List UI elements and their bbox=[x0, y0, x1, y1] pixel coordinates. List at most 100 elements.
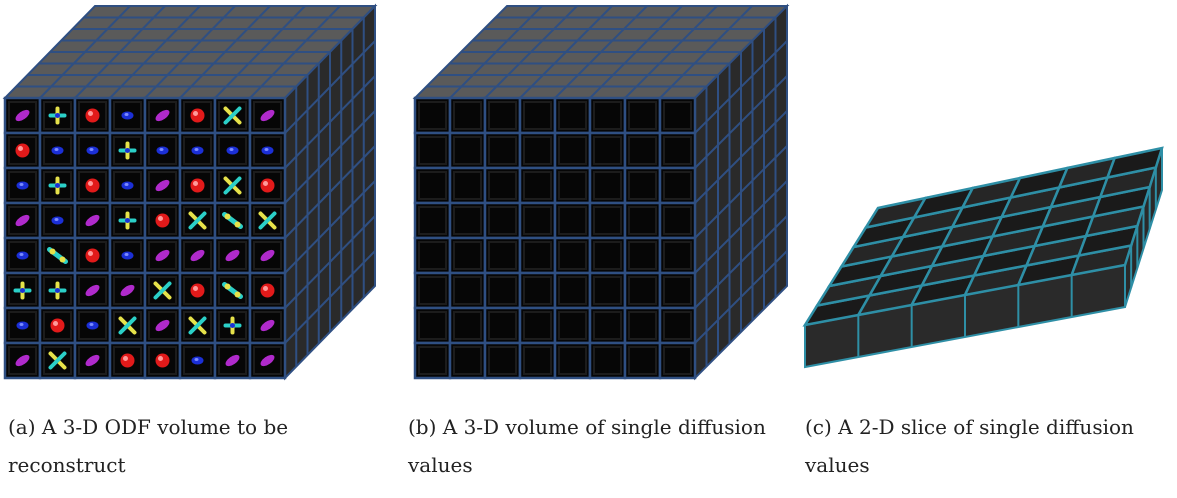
diffusion-slice bbox=[802, 146, 1164, 369]
sphere-highlight bbox=[123, 356, 128, 361]
front-cell bbox=[518, 271, 557, 310]
cell-inner-bevel bbox=[43, 311, 72, 340]
cell-inner-bevel bbox=[488, 311, 517, 340]
front-cell bbox=[413, 236, 452, 275]
cell-inner-bevel bbox=[418, 136, 447, 165]
sphere-highlight bbox=[193, 111, 198, 116]
odf-glyph-red bbox=[190, 283, 205, 298]
lobe-diag-2 bbox=[48, 351, 67, 370]
cell-inner-bevel bbox=[593, 276, 622, 305]
cell-inner-bevel bbox=[558, 206, 587, 235]
ellipsoid-highlight bbox=[19, 253, 24, 256]
cell-inner-bevel bbox=[628, 171, 657, 200]
odf-glyph-red bbox=[85, 108, 100, 123]
cell-inner-bevel bbox=[488, 101, 517, 130]
odf-glyph-blue bbox=[191, 146, 204, 155]
cell-inner-bevel bbox=[113, 206, 142, 235]
odf-glyph-plus bbox=[118, 141, 137, 160]
cell-inner-bevel bbox=[218, 346, 247, 375]
odf-glyph-magenta bbox=[260, 354, 275, 367]
odf-volume bbox=[2, 3, 378, 381]
odf-glyph-red bbox=[120, 353, 135, 368]
front-cell bbox=[658, 131, 697, 170]
cell-inner-bevel bbox=[628, 276, 657, 305]
front-cell bbox=[553, 131, 592, 170]
cell-inner-bevel bbox=[218, 276, 247, 305]
cell-inner-bevel bbox=[183, 311, 212, 340]
magenta-ellipsoid bbox=[260, 109, 275, 122]
cell-inner-bevel bbox=[43, 241, 72, 270]
odf-glyph-blue bbox=[121, 111, 134, 120]
cell-inner-bevel bbox=[253, 206, 282, 235]
front-cell bbox=[483, 236, 522, 275]
front-cell bbox=[518, 306, 557, 345]
odf-glyph-plus bbox=[118, 211, 137, 230]
magenta-ellipsoid bbox=[225, 249, 240, 262]
cell-inner-bevel bbox=[78, 276, 107, 305]
cell-inner-bevel bbox=[593, 346, 622, 375]
cell-inner-bevel bbox=[43, 136, 72, 165]
odf-glyph-cross bbox=[188, 316, 207, 335]
top-grid-line bbox=[589, 5, 683, 99]
front-cell bbox=[553, 271, 592, 310]
magenta-ellipsoid bbox=[260, 249, 275, 262]
odf-glyph-blue bbox=[156, 146, 169, 155]
front-cell bbox=[413, 306, 452, 345]
front-cell bbox=[483, 306, 522, 345]
sphere-highlight bbox=[263, 181, 268, 186]
front-cell bbox=[413, 131, 452, 170]
cell-inner-bevel bbox=[593, 101, 622, 130]
front-cell bbox=[448, 166, 487, 205]
front-cell bbox=[588, 166, 627, 205]
cell-inner-bevel bbox=[148, 171, 177, 200]
cell-inner-bevel bbox=[663, 241, 692, 270]
front-cell bbox=[448, 341, 487, 380]
lobe-diag-2 bbox=[188, 316, 207, 335]
odf-glyph-magenta bbox=[155, 249, 170, 262]
cell-inner-bevel bbox=[663, 136, 692, 165]
lobe-end-b bbox=[234, 291, 241, 298]
front-cell bbox=[623, 236, 662, 275]
lobe-end-a bbox=[224, 213, 231, 220]
cell-inner-bevel bbox=[218, 311, 247, 340]
cell-inner-bevel bbox=[418, 276, 447, 305]
red-sphere bbox=[190, 178, 205, 193]
cell-inner-bevel bbox=[558, 136, 587, 165]
odf-glyph-blue bbox=[16, 181, 29, 190]
front-cell bbox=[553, 306, 592, 345]
cell-inner-bevel bbox=[78, 346, 107, 375]
front-cell bbox=[448, 236, 487, 275]
cell-inner-bevel bbox=[523, 136, 552, 165]
cell-inner-bevel bbox=[418, 101, 447, 130]
cell-inner-bevel bbox=[8, 241, 37, 270]
odf-glyph-magenta bbox=[260, 319, 275, 332]
front-cell bbox=[448, 131, 487, 170]
cell-inner-bevel bbox=[488, 346, 517, 375]
cell-inner-bevel bbox=[43, 171, 72, 200]
front-cell bbox=[588, 306, 627, 345]
cell-inner-bevel bbox=[558, 311, 587, 340]
cell-inner-bevel bbox=[418, 311, 447, 340]
front-cell bbox=[448, 96, 487, 135]
ellipsoid-highlight bbox=[229, 148, 234, 151]
odf-glyph-cross bbox=[223, 106, 242, 125]
cell-inner-bevel bbox=[253, 346, 282, 375]
lobe-center bbox=[230, 323, 235, 328]
odf-glyph-blue bbox=[86, 146, 99, 155]
front-cell bbox=[413, 271, 452, 310]
ellipsoid-highlight bbox=[89, 148, 94, 151]
front-cell bbox=[658, 306, 697, 345]
odf-glyph-magenta bbox=[155, 179, 170, 192]
cell-inner-bevel bbox=[593, 206, 622, 235]
cell-inner-bevel bbox=[253, 276, 282, 305]
cell-inner-bevel bbox=[113, 346, 142, 375]
front-cell bbox=[413, 96, 452, 135]
front-cell bbox=[658, 271, 697, 310]
odf-glyph-cross bbox=[48, 351, 67, 370]
cell-inner-bevel bbox=[253, 171, 282, 200]
odf-glyph-blue bbox=[121, 181, 134, 190]
diffusion-volume bbox=[412, 3, 790, 381]
lobe-center bbox=[125, 218, 130, 223]
magenta-ellipsoid bbox=[120, 284, 135, 297]
front-cell bbox=[588, 201, 627, 240]
